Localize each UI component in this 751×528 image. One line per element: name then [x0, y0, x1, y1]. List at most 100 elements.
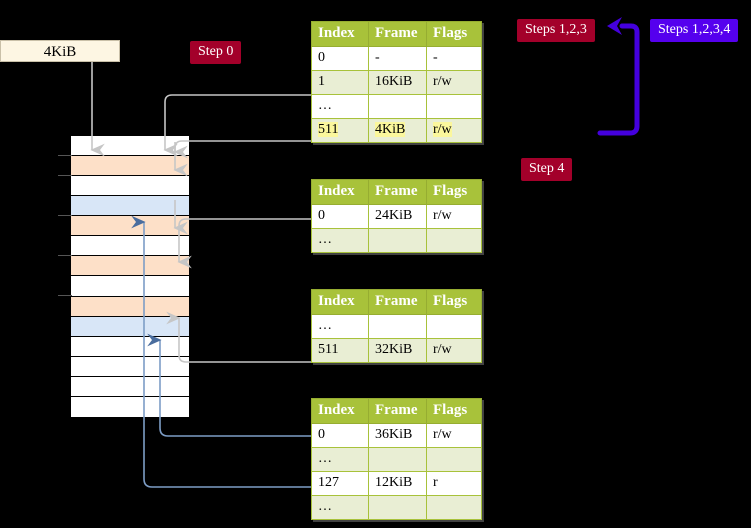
table-row: 0 - -: [311, 46, 482, 71]
badge-step-4: Step 4: [521, 158, 573, 181]
memory-tick: [58, 155, 72, 156]
column-header-index: Index: [311, 179, 369, 205]
memory-frame-row: [71, 356, 189, 377]
memory-tick: [58, 255, 72, 256]
memory-frame-row: [71, 316, 189, 337]
physical-memory-column: [70, 135, 190, 417]
table-cell: …: [311, 495, 369, 520]
cell-value: -: [433, 50, 438, 65]
cell-value: 511: [318, 342, 339, 357]
table-row: 1 16KiB r/w: [311, 70, 482, 95]
memory-frame-row: [71, 216, 189, 237]
column-header-index: Index: [311, 398, 369, 424]
column-header-index: Index: [311, 21, 369, 47]
cell-value: -: [375, 50, 380, 65]
badge-steps-123-label: Steps 1,2,3: [525, 22, 587, 37]
table-cell: [368, 495, 427, 520]
cell-value: 16KiB: [375, 74, 413, 89]
table-cell: 4KiB: [368, 118, 427, 143]
table-cell: [368, 314, 427, 339]
memory-frame-row: [71, 156, 189, 177]
table-row: 127 12KiB r: [311, 471, 482, 496]
frame-4kib-label: 4KiB: [43, 44, 77, 60]
badge-steps-123: Steps 1,2,3: [517, 19, 595, 42]
table-row: …: [311, 447, 482, 472]
table-cell: 0: [311, 423, 369, 448]
table-cell: 12KiB: [368, 471, 427, 496]
memory-tick: [58, 175, 72, 176]
table-cell: r/w: [426, 70, 482, 95]
cell-value: 127: [318, 475, 339, 490]
column-header-flags: Flags: [426, 289, 482, 315]
memory-frame-row: [71, 336, 189, 357]
table-cell: [426, 314, 482, 339]
table-cell: [426, 447, 482, 472]
table-row: …: [311, 228, 482, 253]
memory-frame-row: [71, 296, 189, 317]
memory-frame-row: [71, 376, 189, 397]
memory-frame-row: [71, 396, 189, 417]
table-cell: 1: [311, 70, 369, 95]
cell-value: r/w: [433, 427, 452, 442]
memory-tick: [58, 215, 72, 216]
cell-value: 32KiB: [375, 342, 413, 357]
table-cell: 127: [311, 471, 369, 496]
table-cell: 24KiB: [368, 204, 427, 229]
table-cell: [426, 228, 482, 253]
table-cell: …: [311, 94, 369, 119]
table-row: …: [311, 94, 482, 119]
table-cell: r: [426, 471, 482, 496]
table-row: 511 32KiB r/w: [311, 338, 482, 363]
table-cell: 32KiB: [368, 338, 427, 363]
column-header-frame: Frame: [368, 21, 427, 47]
column-header-frame: Frame: [368, 179, 427, 205]
memory-frame-row: [71, 236, 189, 257]
table-cell: …: [311, 314, 369, 339]
table-cell: r/w: [426, 423, 482, 448]
table-cell: [368, 94, 427, 119]
column-header-index: Index: [311, 289, 369, 315]
table-cell: 0: [311, 46, 369, 71]
column-header-flags: Flags: [426, 21, 482, 47]
cell-value: r/w: [433, 342, 452, 357]
cell-value: r/w: [433, 122, 452, 137]
table-cell: 0: [311, 204, 369, 229]
table-cell: [426, 495, 482, 520]
cell-value: …: [318, 499, 332, 514]
table-cell: [368, 228, 427, 253]
table-cell: r/w: [426, 118, 482, 143]
memory-frame-row: [71, 276, 189, 297]
cell-value: r/w: [433, 208, 452, 223]
cell-value: 12KiB: [375, 475, 413, 490]
column-header-frame: Frame: [368, 398, 427, 424]
badge-step-4-label: Step 4: [529, 161, 565, 176]
frame-4kib-box: 4KiB: [0, 40, 120, 62]
table-cell: 511: [311, 338, 369, 363]
cell-value: …: [318, 318, 332, 333]
cell-value: 0: [318, 50, 325, 65]
cell-value: …: [318, 451, 332, 466]
table-cell: …: [311, 228, 369, 253]
badge-steps-1234: Steps 1,2,3,4: [650, 19, 739, 42]
table-row: …: [311, 314, 482, 339]
table-cell: -: [426, 46, 482, 71]
table-cell: 16KiB: [368, 70, 427, 95]
badge-step-0-label: Step 0: [198, 44, 234, 59]
memory-frame-row: [71, 176, 189, 197]
cell-value: …: [318, 232, 332, 247]
table-cell: 36KiB: [368, 423, 427, 448]
column-header-frame: Frame: [368, 289, 427, 315]
table-cell: …: [311, 447, 369, 472]
cell-value: r/w: [433, 74, 452, 89]
memory-tick: [58, 295, 72, 296]
cell-value: 0: [318, 427, 325, 442]
table-cell: [368, 447, 427, 472]
